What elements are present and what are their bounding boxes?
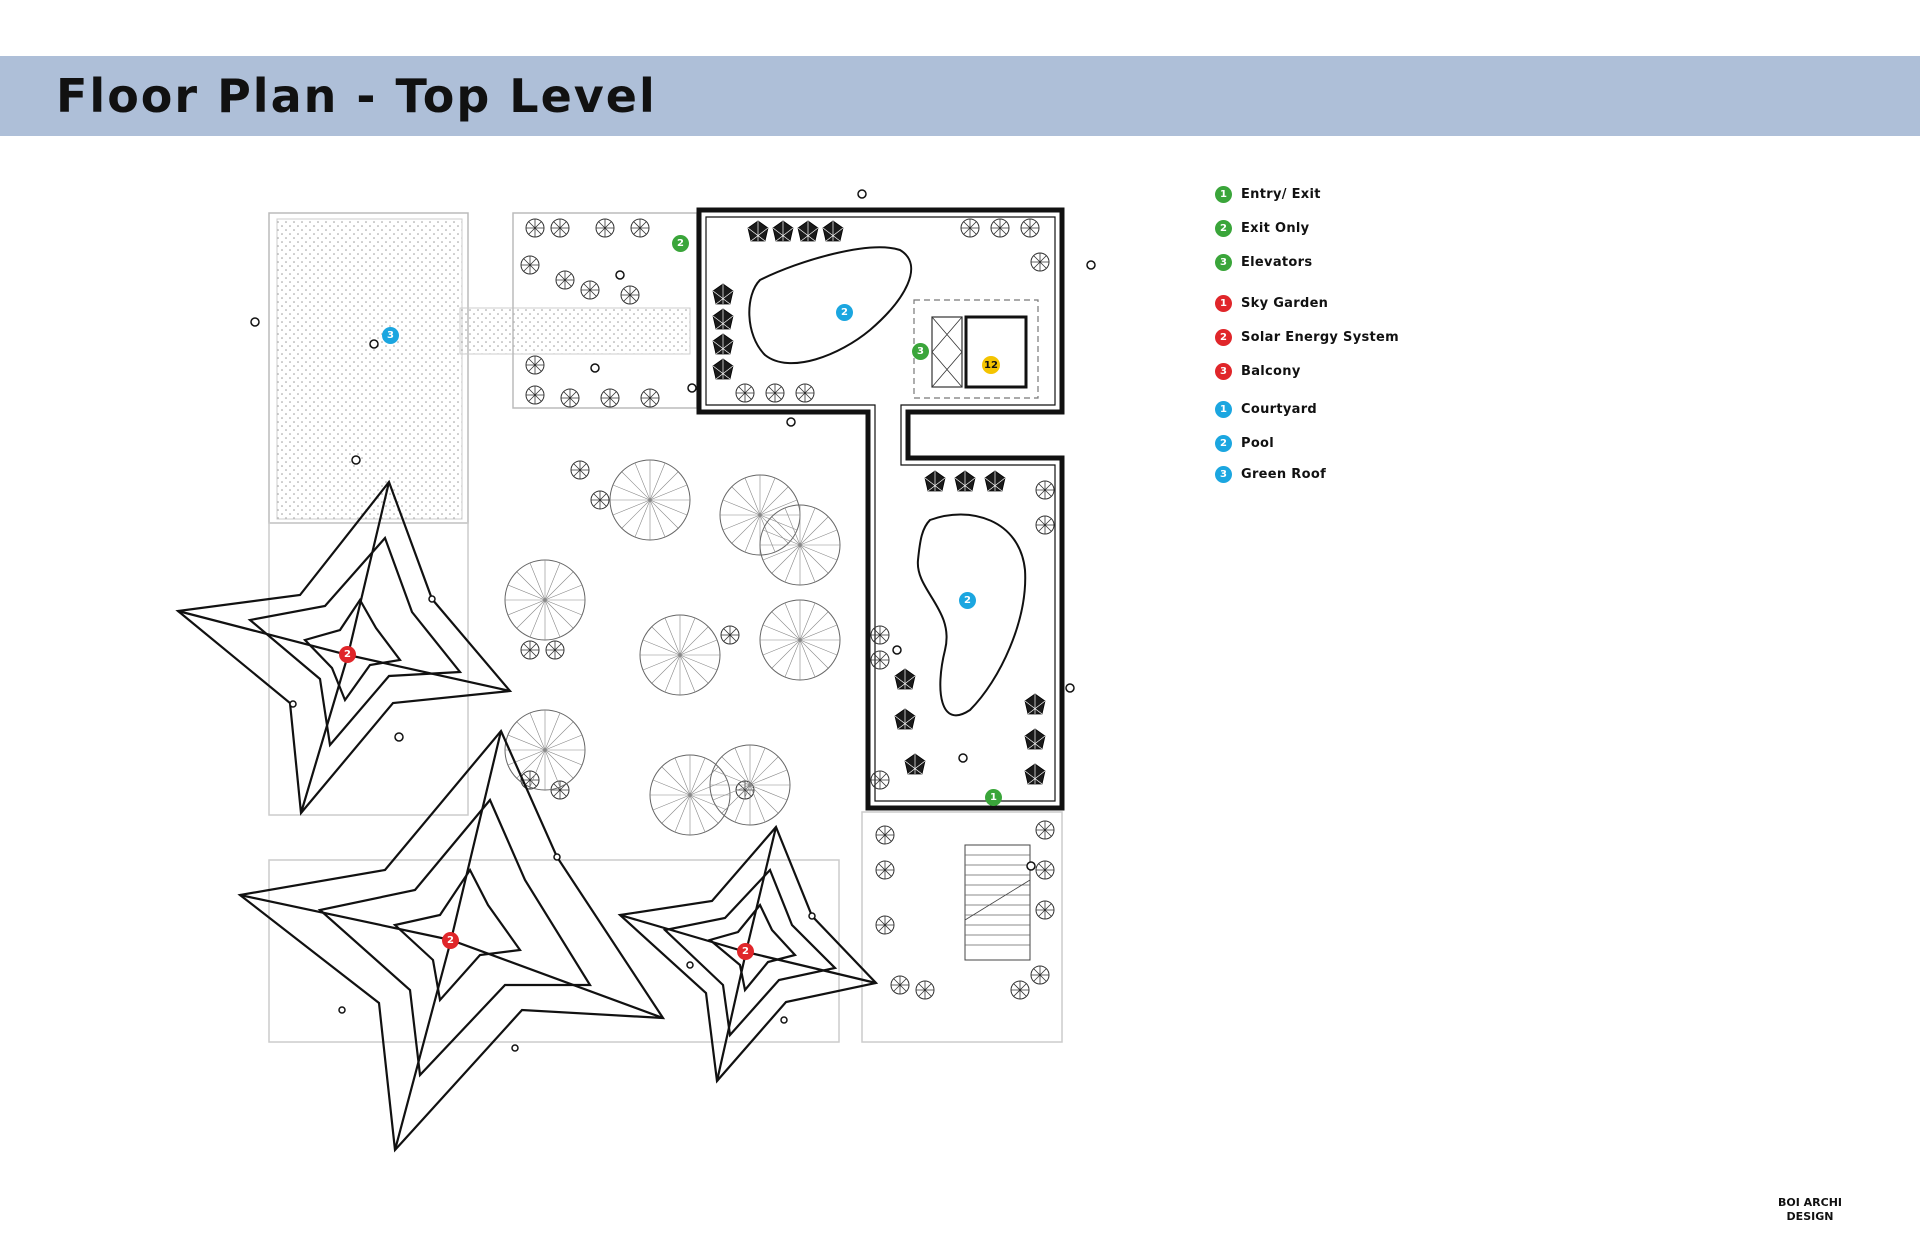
- page-title: Floor Plan - Top Level: [56, 69, 657, 123]
- legend-label: Balcony: [1241, 363, 1301, 379]
- legend-item-balcony: 3 Balcony: [1215, 361, 1301, 381]
- legend-item-elevators: 3 Elevators: [1215, 252, 1312, 272]
- legend-item-sky-garden: 1 Sky Garden: [1215, 293, 1328, 313]
- legend-dot: 2: [1215, 328, 1232, 346]
- brand-line-1: BOI ARCHI: [1777, 1196, 1842, 1209]
- brand-mark: BOI ARCHI DESIGN: [1770, 1196, 1850, 1224]
- marker-solar-c: 2: [737, 943, 754, 960]
- legend-dot: 2: [1215, 219, 1232, 237]
- legend-label: Sky Garden: [1241, 295, 1329, 311]
- legend-dot: 2: [1215, 434, 1232, 452]
- legend-dot: 3: [1215, 253, 1232, 271]
- title-bar: Floor Plan - Top Level: [0, 56, 1920, 136]
- marker-entry-exit: 1: [985, 789, 1002, 806]
- legend-item-solar-energy-system: 2 Solar Energy System: [1215, 327, 1399, 347]
- legend-item-green-roof: 3 Green Roof: [1215, 464, 1326, 484]
- marker-pool-right: 2: [959, 592, 976, 609]
- brand-line-2: DESIGN: [1786, 1210, 1834, 1223]
- legend-dot: 1: [1215, 400, 1232, 418]
- marker-solar-b: 2: [442, 932, 459, 949]
- marker-pool-top: 2: [836, 304, 853, 321]
- legend-item-courtyard: 1 Courtyard: [1215, 399, 1317, 419]
- marker-stair: 12: [982, 356, 1000, 374]
- legend-label: Elevators: [1241, 254, 1313, 270]
- legend-dot: 3: [1215, 465, 1232, 483]
- marker-elevators: 3: [912, 343, 929, 360]
- legend-dot: 3: [1215, 362, 1232, 380]
- legend-item-exit-only: 2 Exit Only: [1215, 218, 1309, 238]
- legend-label: Courtyard: [1241, 401, 1318, 417]
- legend-label: Solar Energy System: [1241, 329, 1399, 345]
- marker-green-roof: 3: [382, 327, 399, 344]
- legend-label: Entry/ Exit: [1241, 186, 1321, 202]
- legend-label: Green Roof: [1241, 466, 1327, 482]
- marker-solar-a: 2: [339, 646, 356, 663]
- legend-dot: 1: [1215, 294, 1232, 312]
- legend-item-pool: 2 Pool: [1215, 433, 1274, 453]
- legend-label: Pool: [1241, 435, 1275, 451]
- legend-item-entry-exit: 1 Entry/ Exit: [1215, 184, 1321, 204]
- marker-exit-only: 2: [672, 235, 689, 252]
- legend-dot: 1: [1215, 185, 1232, 203]
- legend-label: Exit Only: [1241, 220, 1310, 236]
